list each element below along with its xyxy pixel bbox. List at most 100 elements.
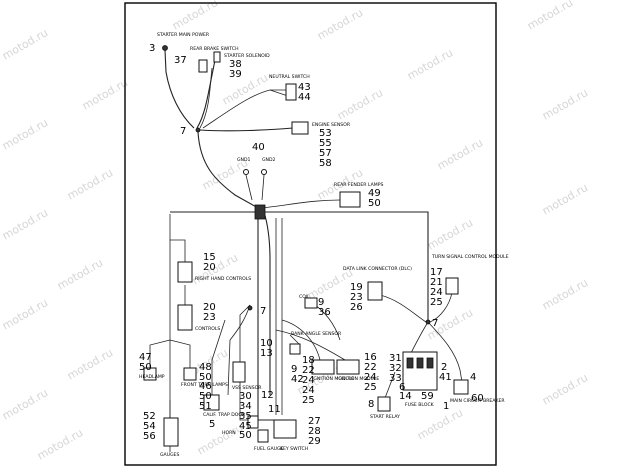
ignition-module-icon bbox=[311, 359, 335, 375]
watermark-text: motod.ru bbox=[220, 71, 270, 107]
right-hand-controls-icon bbox=[177, 261, 193, 283]
watermark-text: motod.ru bbox=[540, 276, 590, 312]
label-data-link: DATA LINK CONNECTOR (DLC) bbox=[343, 266, 412, 272]
callout-number: 56 bbox=[143, 431, 156, 442]
callout-number: 44 bbox=[298, 92, 311, 103]
callout-number: 38 bbox=[229, 59, 242, 70]
headlamp-icon bbox=[143, 367, 157, 381]
junction-node-icon bbox=[247, 305, 253, 311]
callout-number: 8 bbox=[368, 399, 374, 410]
wire-fuse-block bbox=[409, 321, 429, 356]
callout-number: 15 bbox=[203, 252, 216, 263]
wire-trunk-main bbox=[197, 131, 259, 209]
callout-number: 9 bbox=[318, 297, 324, 308]
watermark-text: motod.ru bbox=[540, 371, 590, 407]
callout-number: 12 bbox=[261, 390, 274, 401]
watermark-text: motod.ru bbox=[335, 86, 385, 122]
callout-number: 25 bbox=[430, 297, 443, 308]
rear-fender-lamps-icon bbox=[339, 191, 361, 208]
callout-number: 42 bbox=[291, 374, 304, 385]
callout-number: 14 bbox=[399, 391, 412, 402]
label-engine-sensor: ENGINE SENSOR bbox=[312, 122, 351, 128]
label-bank-angle-sensor: BANK ANGLE SENSOR bbox=[291, 331, 342, 337]
front-turn-lamps-icon bbox=[183, 367, 197, 381]
label-headlamp: HEADLAMP bbox=[139, 374, 165, 380]
callout-number: 7 bbox=[432, 318, 438, 329]
label-vss: VSS SENSOR bbox=[232, 385, 262, 391]
main-junction-icon bbox=[254, 204, 266, 220]
callout-number: 37 bbox=[174, 55, 187, 66]
data-link-connector-icon bbox=[367, 281, 383, 301]
junction-node-icon bbox=[425, 319, 431, 325]
callout-number: 50 bbox=[368, 198, 381, 209]
watermark-text: motod.ru bbox=[525, 0, 575, 33]
wire-turn-module bbox=[429, 291, 453, 323]
label-main-circuit-breaker: MAIN CIRCUIT BREAKER bbox=[450, 398, 505, 404]
wire-starter-power bbox=[164, 49, 195, 129]
watermark-text: motod.ru bbox=[0, 26, 50, 62]
callout-number: 39 bbox=[229, 69, 242, 80]
watermark-text: motod.ru bbox=[415, 406, 465, 442]
calif-trap-door-icon bbox=[203, 394, 220, 411]
callout-number: 54 bbox=[143, 421, 156, 432]
callout-number: 52 bbox=[143, 411, 156, 422]
callout-number: 55 bbox=[319, 138, 332, 149]
label-coil: COIL bbox=[299, 294, 310, 300]
wire-engine-sensor bbox=[199, 127, 294, 132]
watermark-text: motod.ru bbox=[195, 421, 245, 457]
watermark-text: motod.ru bbox=[35, 426, 85, 462]
callout-number: 18 bbox=[302, 355, 315, 366]
watermark-text: motod.ru bbox=[315, 6, 365, 42]
rear-brake-switch-icon bbox=[198, 59, 208, 73]
watermark-text: motod.ru bbox=[405, 46, 455, 82]
wire-horn bbox=[239, 380, 250, 421]
main-circuit-breaker-icon bbox=[453, 379, 469, 395]
callout-number: 19 bbox=[350, 282, 363, 293]
callout-number: 33 bbox=[389, 373, 402, 384]
callout-number: 6 bbox=[399, 382, 405, 393]
wire-neutral-switch bbox=[202, 89, 288, 129]
callout-number: 2 bbox=[441, 362, 447, 373]
callout-number: 41 bbox=[439, 372, 452, 383]
callout-number: 58 bbox=[319, 158, 332, 169]
ignition-module-2-icon bbox=[336, 359, 360, 375]
wire-right-trunk bbox=[427, 321, 463, 383]
starter-solenoid-icon bbox=[213, 51, 221, 63]
label-gauges: GAUGES bbox=[160, 452, 180, 458]
callout-number: 50 bbox=[199, 391, 212, 402]
label-rear-fender-lamps: REAR FENDER LAMPS bbox=[334, 182, 384, 188]
wire-rear-fender bbox=[261, 199, 341, 209]
start-relay-icon bbox=[377, 396, 391, 412]
junction-node-icon bbox=[195, 127, 201, 133]
callout-number: 21 bbox=[430, 277, 443, 288]
label-calif-trap-door: CALIF. TRAP DOOR bbox=[203, 412, 246, 418]
callout-number: 60 bbox=[471, 393, 484, 404]
callout-number: 7 bbox=[260, 306, 266, 317]
coil-icon bbox=[304, 297, 318, 309]
label-ignition-module: IGNITION MODULE bbox=[312, 376, 354, 382]
callout-number: 11 bbox=[268, 404, 281, 415]
callout-number: 7 bbox=[180, 126, 186, 137]
label-starter-solenoid: STARTER SOLENOID bbox=[224, 53, 270, 59]
callout-number: 53 bbox=[319, 128, 332, 139]
watermark-text: motod.ru bbox=[540, 181, 590, 217]
callout-number: 49 bbox=[368, 188, 381, 199]
engine-sensor-icon bbox=[291, 121, 309, 135]
callout-number: 17 bbox=[430, 267, 443, 278]
wire-bank-angle bbox=[289, 334, 301, 346]
fuse-icon bbox=[426, 357, 434, 369]
neutral-switch-icon bbox=[285, 83, 297, 101]
vss-sensor-icon bbox=[232, 361, 246, 383]
callout-number: 50 bbox=[239, 430, 252, 441]
label-controls: CONTROLS bbox=[195, 326, 220, 332]
callout-number: 23 bbox=[203, 312, 216, 323]
callout-number: 48 bbox=[199, 362, 212, 373]
watermark-layer: motod.ru motod.ru motod.ru motod.ru moto… bbox=[0, 0, 590, 463]
watermark-text: motod.ru bbox=[540, 86, 590, 122]
turn-signal-module-icon bbox=[445, 277, 459, 295]
callout-number: 59 bbox=[421, 391, 434, 402]
fuel-gauge-icon bbox=[257, 429, 269, 443]
callout-number: 28 bbox=[308, 426, 321, 437]
wire-start-relay bbox=[384, 371, 396, 399]
callout-numbers: 3 37 38 39 43 44 7 53 55 57 58 40 49 50 … bbox=[139, 43, 484, 447]
